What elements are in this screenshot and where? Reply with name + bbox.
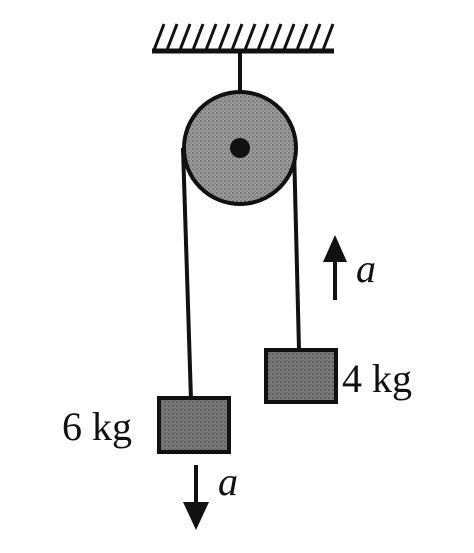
pulley — [182, 90, 298, 206]
right-block — [264, 348, 338, 404]
right-mass-label: 4 kg — [342, 356, 412, 401]
down-arrow-icon — [183, 502, 209, 530]
left-string — [181, 147, 193, 401]
ceiling-hatching — [152, 23, 335, 51]
pulley-axle — [230, 138, 250, 158]
right-acceleration-arrow — [323, 235, 347, 300]
left-acceleration-label: a — [218, 459, 238, 504]
left-acceleration-arrow — [183, 465, 209, 530]
left-mass-label: 6 kg — [62, 404, 132, 449]
right-string — [292, 147, 301, 351]
right-acceleration-label: a — [356, 246, 376, 291]
up-arrow-icon — [323, 235, 347, 262]
left-block — [157, 396, 231, 454]
ceiling-support — [152, 23, 335, 54]
